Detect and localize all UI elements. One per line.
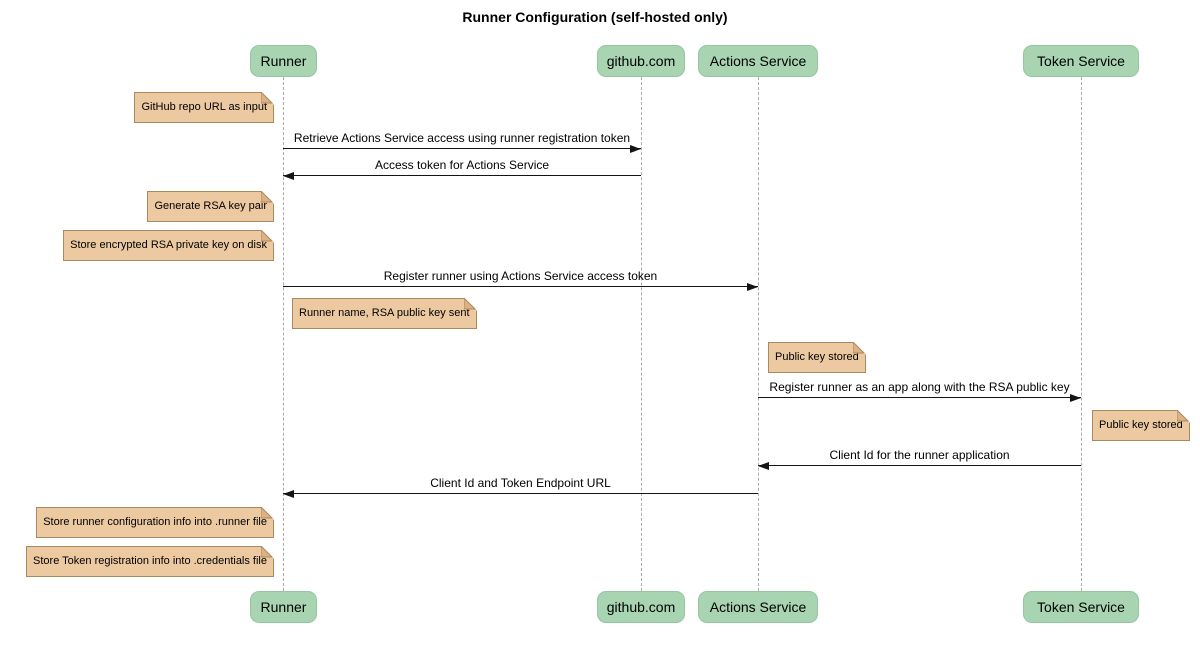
lifeline-github xyxy=(641,77,642,591)
note-text: GitHub repo URL as input xyxy=(141,101,267,113)
participant-runner-bottom: Runner xyxy=(250,591,317,623)
arrowhead-left-icon xyxy=(283,489,294,498)
message-line xyxy=(283,286,758,287)
note-fold-icon xyxy=(261,546,274,559)
message-line xyxy=(758,397,1081,398)
arrowhead-right-icon xyxy=(1070,393,1081,402)
note-text: Store encrypted RSA private key on disk xyxy=(70,239,267,251)
participant-token-service-top: Token Service xyxy=(1023,45,1139,77)
note-public-key-stored-actions: Public key stored xyxy=(768,342,866,373)
lifeline-runner xyxy=(283,77,284,591)
note-fold-icon xyxy=(261,507,274,520)
diagram-title: Runner Configuration (self-hosted only) xyxy=(462,9,728,25)
note-fold-icon xyxy=(261,92,274,105)
note-runner-name-sent: Runner name, RSA public key sent xyxy=(292,298,477,329)
note-text: Public key stored xyxy=(775,351,859,363)
note-text: Store runner configuration info into .ru… xyxy=(43,516,267,528)
message-label: Register runner as an app along with the… xyxy=(769,380,1070,394)
participant-runner-top: Runner xyxy=(250,45,317,77)
message-label: Client Id and Token Endpoint URL xyxy=(430,476,611,490)
participant-token-service-bottom: Token Service xyxy=(1023,591,1139,623)
note-github-repo-url: GitHub repo URL as input xyxy=(134,92,274,123)
message-line xyxy=(283,148,641,149)
note-text: Public key stored xyxy=(1099,419,1183,431)
message-label: Client Id for the runner application xyxy=(829,448,1010,462)
note-generate-rsa-key: Generate RSA key pair xyxy=(147,191,274,222)
message-line xyxy=(283,175,641,176)
participant-actions-service-top: Actions Service xyxy=(698,45,818,77)
note-fold-icon xyxy=(261,230,274,243)
participant-actions-service-bottom: Actions Service xyxy=(698,591,818,623)
lifeline-token-service xyxy=(1081,77,1082,591)
note-store-token-registration: Store Token registration info into .cred… xyxy=(26,546,274,577)
arrowhead-left-icon xyxy=(758,461,769,470)
participant-github-bottom: github.com xyxy=(597,591,685,623)
message-line xyxy=(283,493,758,494)
note-public-key-stored-token: Public key stored xyxy=(1092,410,1190,441)
arrowhead-left-icon xyxy=(283,171,294,180)
note-fold-icon xyxy=(852,342,866,355)
note-fold-icon xyxy=(1176,410,1190,423)
arrowhead-right-icon xyxy=(630,144,641,153)
note-text: Store Token registration info into .cred… xyxy=(33,555,267,567)
note-text: Generate RSA key pair xyxy=(154,200,267,212)
message-label: Access token for Actions Service xyxy=(374,158,550,172)
note-store-runner-config: Store runner configuration info into .ru… xyxy=(36,507,274,538)
message-label: Retrieve Actions Service access using ru… xyxy=(293,131,631,145)
note-text: Runner name, RSA public key sent xyxy=(299,307,470,319)
lifeline-actions-service xyxy=(758,77,759,591)
participant-github-top: github.com xyxy=(597,45,685,77)
message-line xyxy=(758,465,1081,466)
note-store-private-key: Store encrypted RSA private key on disk xyxy=(63,230,274,261)
message-label: Register runner using Actions Service ac… xyxy=(383,269,658,283)
note-fold-icon xyxy=(463,298,477,311)
arrowhead-right-icon xyxy=(747,282,758,291)
note-fold-icon xyxy=(261,191,274,204)
